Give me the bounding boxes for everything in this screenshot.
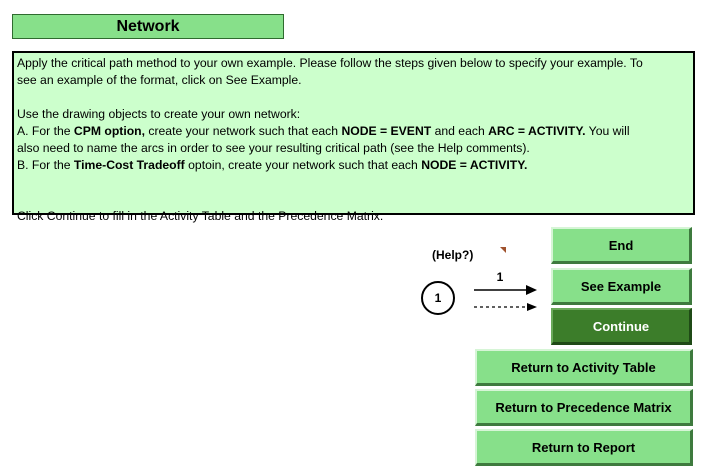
- network-legend-diagram[interactable]: 1 1: [418, 268, 543, 318]
- arc-label: 1: [497, 270, 504, 284]
- instruction-line: see an example of the format, click on S…: [17, 73, 302, 87]
- page-title: Network: [12, 14, 284, 39]
- node-label: 1: [435, 291, 442, 305]
- return-report-button[interactable]: Return to Report: [475, 429, 693, 466]
- instructions-box: Apply the critical path method to your o…: [12, 51, 695, 223]
- comment-indicator-icon[interactable]: [500, 247, 506, 253]
- instruction-line: Use the drawing objects to create your o…: [17, 107, 301, 121]
- instruction-line: Click Continue to fill in the Activity T…: [17, 209, 384, 223]
- instruction-cpm: A. For the CPM option, create your netwo…: [17, 124, 630, 138]
- end-button[interactable]: End: [551, 227, 692, 264]
- arrowhead-icon: [527, 303, 537, 311]
- help-label[interactable]: (Help?): [432, 248, 474, 262]
- see-example-button[interactable]: See Example: [551, 268, 692, 305]
- return-precedence-matrix-button[interactable]: Return to Precedence Matrix: [475, 389, 693, 426]
- continue-button[interactable]: Continue: [551, 308, 692, 345]
- return-activity-table-button[interactable]: Return to Activity Table: [475, 349, 693, 386]
- node-circle[interactable]: [421, 281, 455, 315]
- instruction-tradeoff: B. For the Time-Cost Tradeoff optoin, cr…: [17, 158, 528, 172]
- arrowhead-icon: [526, 285, 537, 295]
- instruction-line: Apply the critical path method to your o…: [17, 56, 643, 70]
- instruction-line: also need to name the arcs in order to s…: [17, 141, 530, 155]
